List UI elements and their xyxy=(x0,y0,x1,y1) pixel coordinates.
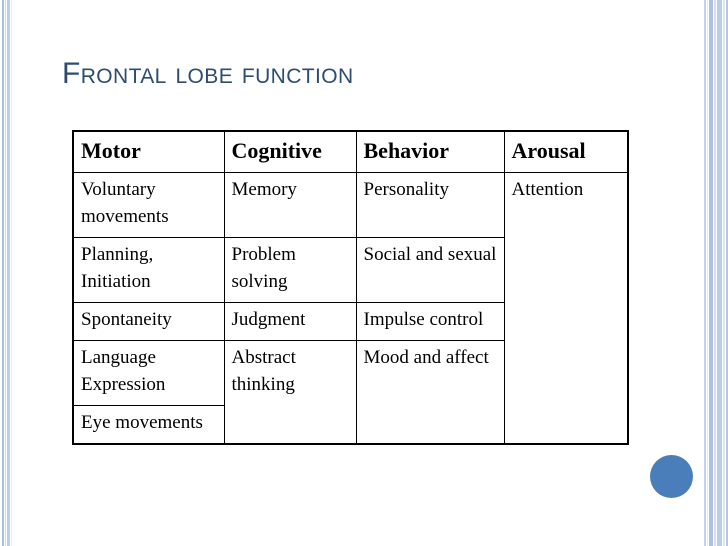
right-edge-stripe-1 xyxy=(704,0,706,546)
column-header-arousal: Arousal xyxy=(503,130,629,174)
cell-cognitive-3: Judgment xyxy=(223,302,357,342)
column-header-behavior: Behavior xyxy=(355,130,505,174)
left-edge-stripe-2 xyxy=(5,0,6,546)
table-header-row: Motor Cognitive Behavior Arousal xyxy=(72,130,629,174)
left-edge-stripe-3 xyxy=(7,0,10,546)
right-edge-stripe-5 xyxy=(717,0,722,546)
cell-motor-4: Language Expression xyxy=(72,340,225,407)
table-row: Language Expression Abstract thinking Mo… xyxy=(72,340,628,445)
cell-motor-3: Spontaneity xyxy=(72,302,225,342)
right-edge-stripe-4 xyxy=(714,0,716,546)
right-edge-stripe-2 xyxy=(707,0,708,546)
cell-behavior-1: Personality xyxy=(355,172,505,239)
left-edge-stripe-4 xyxy=(11,0,12,546)
right-edge-stripe-6 xyxy=(723,0,725,546)
cell-behavior-2: Social and sexual xyxy=(355,237,505,304)
cell-behavior-4: Mood and affect xyxy=(355,340,505,445)
right-edge-stripe-3 xyxy=(709,0,713,546)
right-edge-stripe-7 xyxy=(726,0,728,546)
column-header-cognitive: Cognitive xyxy=(223,130,357,174)
frontal-lobe-function-table: Motor Cognitive Behavior Arousal Volunta… xyxy=(72,130,629,446)
cell-motor-2: Planning, Initiation xyxy=(72,237,225,304)
left-edge-stripe-1 xyxy=(2,0,4,546)
table-row: Spontaneity Judgment Impulse control xyxy=(72,302,628,342)
blue-circle-decoration xyxy=(650,455,693,498)
table-row: Planning, Initiation Problem solving Soc… xyxy=(72,237,628,304)
cell-arousal-1: Attention xyxy=(503,172,629,445)
page-title: Frontal lobe function xyxy=(62,57,354,90)
column-header-motor: Motor xyxy=(72,130,225,174)
table-row: Eye movements xyxy=(72,405,628,445)
cell-motor-5: Eye movements xyxy=(72,405,225,445)
cell-motor-1: Voluntary movements xyxy=(72,172,225,239)
cell-cognitive-4: Abstract thinking xyxy=(223,340,357,445)
cell-cognitive-2: Problem solving xyxy=(223,237,357,304)
table-row: Voluntary movements Memory Personality A… xyxy=(72,172,629,445)
cell-behavior-3: Impulse control xyxy=(355,302,505,342)
cell-cognitive-1: Memory xyxy=(223,172,357,239)
